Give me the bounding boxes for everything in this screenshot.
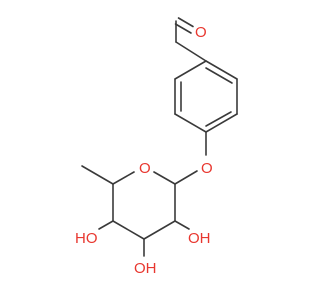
hydroxyl-left-label: HO: [75, 230, 98, 247]
sugar-bond-ring-o-c1: [153, 171, 176, 185]
benzene-inner-double-2: [205, 111, 232, 127]
hydroxyl-right-label: OH: [188, 230, 211, 247]
hydroxyl-groups: OH OH HO: [75, 220, 211, 277]
sugar-bond-c5-ring-o: [112, 171, 135, 185]
hydroxyl-bottom-label: OH: [134, 260, 157, 277]
structure-canvas: O O O: [75, 17, 238, 277]
ether-oxygen-label: O: [201, 160, 213, 177]
sugar-bond-c5-methyl: [81, 165, 114, 185]
bond-aldehyde-c-o-double-1: [174, 23, 192, 34]
sugar-bond-c3-c4: [112, 220, 145, 240]
benzene-bond-6: [174, 60, 207, 80]
chemical-structure-diagram: O O O: [75, 17, 238, 277]
benzene-bond-1: [205, 60, 238, 80]
sugar-bond-c2-c3: [143, 220, 176, 240]
benzene-bond-4: [174, 113, 207, 133]
bond-c4-hydroxyl: [98, 220, 114, 230]
aldehyde-group: O: [174, 17, 207, 62]
bond-aldehyde-to-ring: [175, 41, 207, 62]
benzene-ring: [174, 60, 238, 133]
sugar-ring: O: [81, 160, 176, 240]
benzene-inner-double-1: [205, 67, 233, 84]
bond-c2-hydroxyl: [174, 220, 190, 230]
ether-link: O: [174, 131, 213, 185]
bond-aldehyde-c-o-double-2: [177, 17, 194, 28]
ring-oxygen-label: O: [139, 160, 151, 177]
aldehyde-oxygen-label: O: [195, 24, 207, 41]
benzene-bond-3: [205, 113, 238, 133]
bond-ether-o-to-sugar: [174, 170, 198, 185]
